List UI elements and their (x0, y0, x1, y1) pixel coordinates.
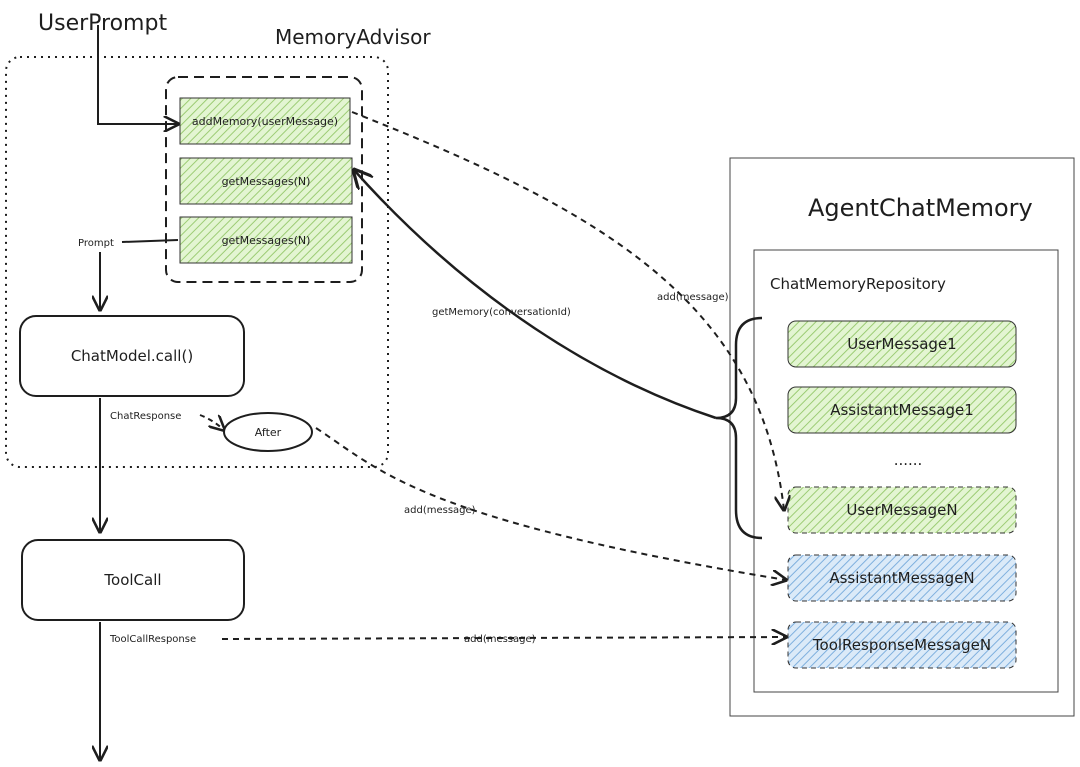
assistant-message-1-text: AssistantMessage1 (830, 401, 974, 419)
chat-model-box (19, 315, 245, 397)
user-prompt-label: UserPrompt (38, 11, 167, 36)
agent-chat-memory-container (729, 157, 1075, 717)
get-messages-text-2: getMessages(N) (222, 234, 311, 247)
add-memory-text: addMemory(userMessage) (192, 115, 338, 128)
after-ellipse (223, 412, 313, 452)
get-messages-text-1: getMessages(N) (222, 175, 311, 188)
user-message-n-text: UserMessageN (846, 501, 957, 519)
assistant-message-n-text: AssistantMessageN (829, 569, 974, 587)
assistant-message-1-box (787, 386, 1017, 434)
tool-response-message-n-box (787, 621, 1017, 669)
get-memory-arrow (354, 170, 717, 420)
after-text: After (255, 426, 282, 439)
add-message-arrow-2 (315, 427, 786, 580)
tool-call-box (21, 539, 245, 621)
get-memory-label: getMemory(conversationId) (432, 307, 571, 318)
add-message-label-1: add(message) (657, 292, 729, 303)
add-message-label-3: add(message) (464, 634, 536, 645)
agent-chat-memory-title: AgentChatMemory (808, 194, 1033, 222)
ellipsis-text: ...... (894, 451, 923, 469)
tool-call-text: ToolCall (103, 571, 161, 589)
chat-memory-repository-container (753, 249, 1059, 693)
add-message-label-2: add(message) (404, 505, 476, 516)
get-messages-box-1 (179, 157, 353, 205)
chat-response-label: ChatResponse (110, 411, 181, 422)
user-message-1-text: UserMessage1 (847, 335, 956, 353)
chat-model-text: ChatModel.call() (71, 347, 193, 365)
prompt-label: Prompt (78, 238, 114, 249)
chat-memory-repository-title: ChatMemoryRepository (770, 275, 946, 293)
user-prompt-arrow (97, 25, 178, 124)
repository-brace (715, 316, 763, 540)
tool-call-response-label: ToolCallResponse (109, 634, 196, 645)
prompt-connector (121, 239, 179, 243)
chat-response-to-after-arrow (199, 414, 224, 430)
user-message-1-box (787, 320, 1017, 368)
add-memory-box (179, 97, 351, 145)
memory-advisor-container (5, 56, 389, 468)
memory-advisor-title: MemoryAdvisor (275, 25, 431, 49)
tool-response-message-n-text: ToolResponseMessageN (812, 636, 991, 654)
get-messages-box-2 (179, 216, 353, 264)
